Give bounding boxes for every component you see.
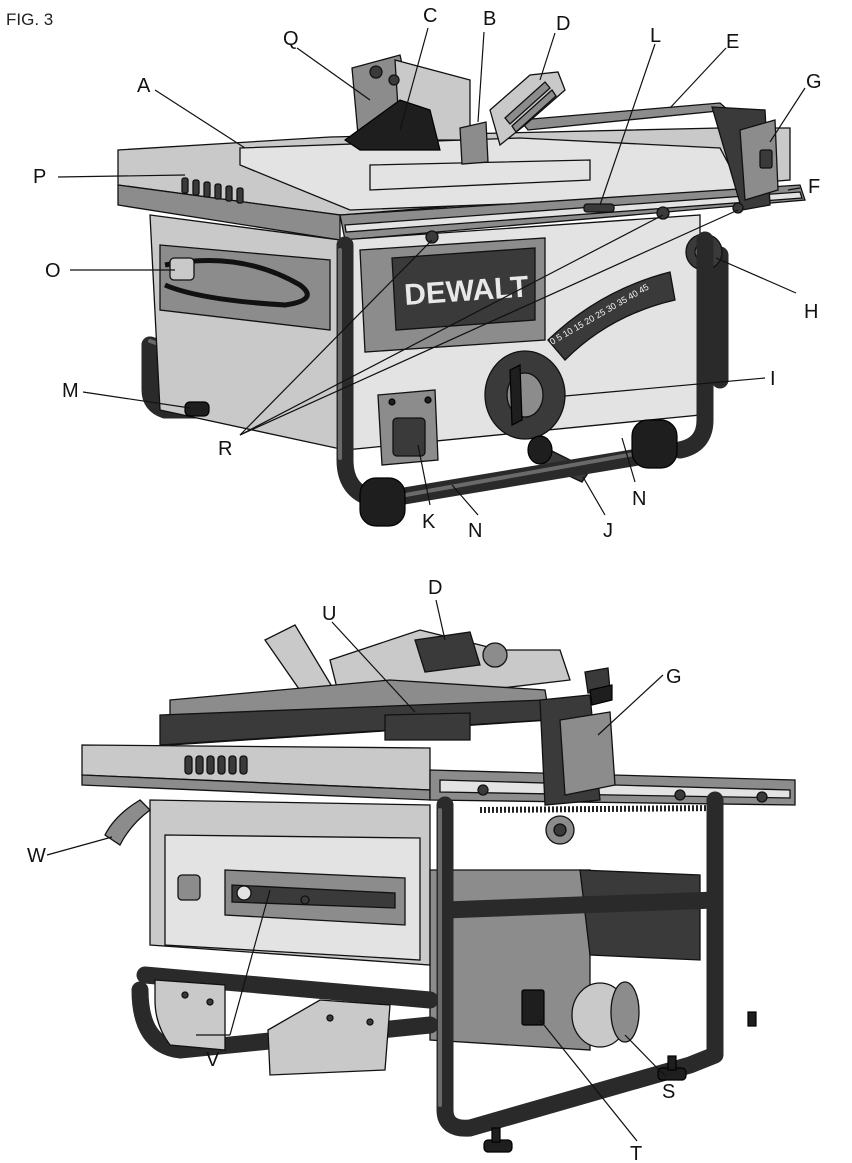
rear-crossbar-mid — [436, 891, 724, 919]
on-off-switch[interactable] — [392, 417, 426, 457]
miter-gauge-window — [414, 631, 481, 673]
callout-S: S — [662, 1081, 675, 1103]
callout-R: R — [218, 438, 232, 460]
bottom-leader-lines — [46, 599, 666, 1142]
bevel-scale — [547, 271, 676, 361]
figure-title: FIG. 3 — [6, 10, 53, 29]
rip-fence — [518, 102, 730, 131]
callout-N-1: N — [468, 520, 482, 542]
power-cord — [164, 258, 310, 308]
callout-M: M — [62, 380, 79, 402]
callout-G: G — [806, 71, 822, 93]
saw-rear-view — [81, 624, 796, 1153]
callout-D: D — [556, 13, 570, 35]
callout-C: C — [423, 5, 437, 27]
saw-blade — [343, 99, 441, 151]
rubber-feet-front — [184, 401, 678, 527]
rear-feet — [483, 1011, 757, 1153]
top-leader-lines — [57, 27, 806, 516]
throat-plate — [369, 159, 591, 191]
callout-I: I — [770, 368, 776, 390]
fence-lock-lever-L — [583, 203, 615, 213]
motor-housing-shadow — [579, 869, 701, 961]
callout-L: L — [650, 25, 661, 47]
callout-B: B — [483, 8, 496, 30]
callout-T: T — [630, 1143, 642, 1163]
callout-K: K — [422, 511, 436, 533]
leveling-foot-M — [184, 401, 210, 417]
fence-lever-rear — [559, 711, 616, 796]
vents — [181, 177, 244, 204]
hex-key-holder — [177, 874, 201, 901]
callout-Q: Q — [283, 28, 299, 50]
callout-V: V — [206, 1049, 220, 1071]
rack-teeth — [479, 805, 721, 813]
rear-frame-left — [131, 981, 439, 1059]
fence-lock-lever — [739, 119, 779, 201]
cord-clip — [169, 257, 195, 281]
callout-E: E — [726, 31, 739, 53]
rail-screw-1 — [425, 230, 439, 244]
wrench — [231, 884, 396, 909]
callout-P: P — [33, 166, 46, 188]
rear-crossbar-low — [136, 966, 439, 1009]
callout-O: O — [45, 260, 61, 282]
callout-G-bottom: G — [666, 666, 682, 688]
callout-H: H — [804, 301, 818, 323]
callout-D-bottom: D — [428, 577, 442, 599]
mounting-bracket-right — [267, 999, 391, 1076]
bottom-callout-letters: D G U W V T S — [27, 577, 682, 1163]
riving-knife — [459, 121, 489, 165]
callout-A: A — [137, 75, 151, 97]
callout-F: F — [808, 176, 820, 198]
callout-U: U — [322, 603, 336, 625]
cord-wrap-area — [159, 244, 331, 331]
callout-W: W — [27, 845, 46, 867]
rear-vents — [184, 755, 248, 775]
brand-badge — [391, 247, 536, 331]
callout-J: J — [603, 520, 613, 542]
mounting-bracket-left — [154, 979, 226, 1051]
carry-handle-W — [104, 799, 151, 846]
front-frame-right — [671, 231, 714, 459]
storage-pocket-T — [521, 989, 545, 1026]
top-callout-letters: A B C D E F G H I J K L M N N O P Q R — [33, 5, 822, 542]
rear-frame-right — [436, 791, 724, 1137]
motor-housing — [429, 869, 591, 1051]
callout-N-2: N — [632, 488, 646, 510]
foot-front-right — [631, 419, 678, 469]
foot-front-left — [359, 477, 406, 527]
